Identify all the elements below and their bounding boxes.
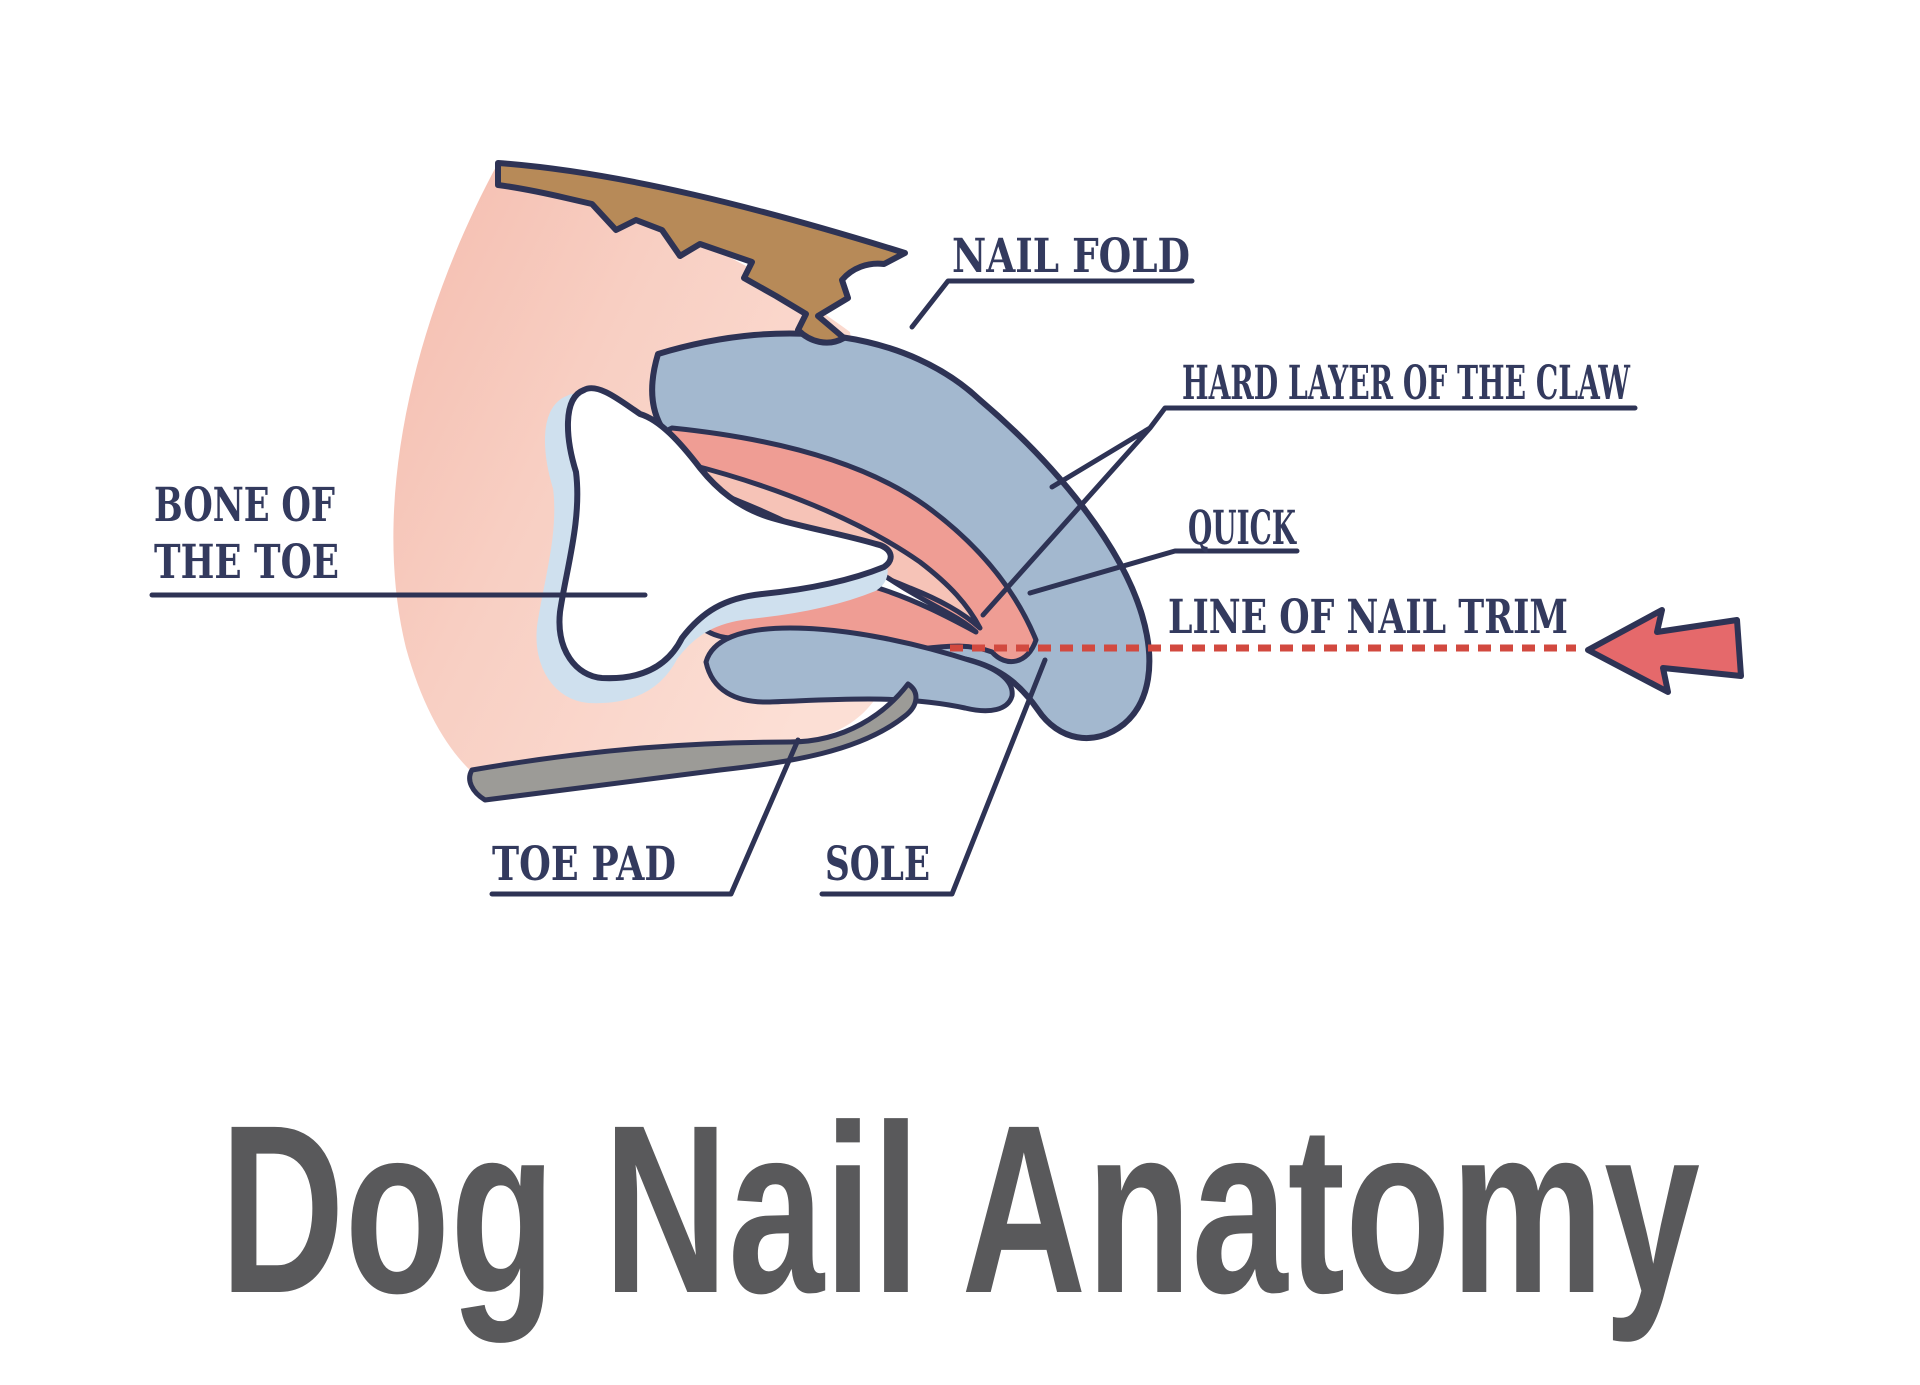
label-quick: QUICK — [1188, 501, 1297, 556]
label-nail-fold: NAIL FOLD — [952, 229, 1190, 284]
label-hard-layer: HARD LAYER OF THE CLAW — [1182, 356, 1631, 411]
leader-nail-fold — [909, 278, 1195, 330]
fur-tuft — [495, 160, 908, 346]
bone-of-toe — [556, 385, 894, 682]
label-line-of-nail-trim: LINE OF NAIL TRIM — [1168, 590, 1568, 645]
leader-sole — [819, 657, 1048, 897]
sole-region — [703, 625, 1015, 714]
arrow-left-icon — [1585, 607, 1744, 695]
leader-hard-layer — [980, 405, 1638, 618]
label-sole: SOLE — [825, 837, 930, 892]
leader-toe-pad — [489, 737, 801, 897]
page-title: Dog Nail Anatomy — [220, 1075, 1700, 1343]
label-toe-pad: TOE PAD — [492, 837, 676, 892]
label-bone-of-toe-line2: THE TOE — [154, 535, 339, 590]
leader-quick — [1027, 548, 1300, 596]
label-bone-of-toe-line1: BONE OF — [154, 478, 335, 533]
toe-pad-region — [467, 681, 919, 803]
